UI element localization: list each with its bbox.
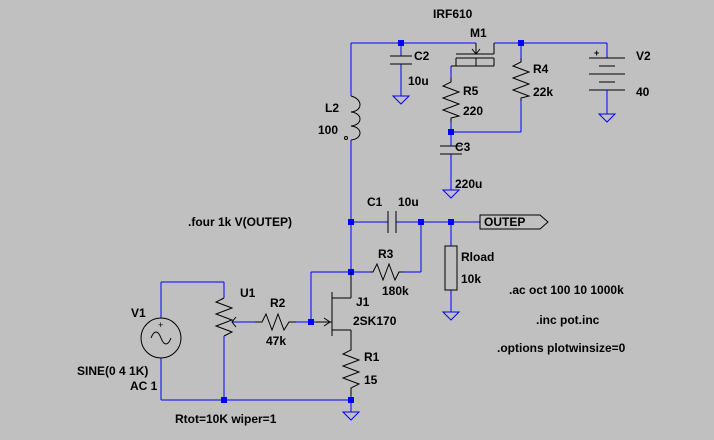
r2-name-label: R2 — [270, 296, 286, 310]
r3-resistor-symbol — [370, 262, 403, 282]
r4-value-label: 22k — [533, 85, 553, 99]
c1-capacitor-symbol — [387, 211, 397, 233]
ac-directive: .ac oct 100 10 1000k — [509, 283, 624, 297]
v2-name-label: V2 — [636, 49, 651, 63]
r1-value-label: 15 — [364, 373, 378, 387]
rload-resistor-symbol — [444, 245, 458, 291]
r3-name-label: R3 — [378, 247, 394, 261]
l2-inductor-symbol — [344, 95, 361, 222]
u1-params-label: Rtot=10K wiper=1 — [175, 412, 277, 426]
r5-name-label: R5 — [463, 84, 479, 98]
ground-symbol-main — [341, 411, 361, 421]
c1-value-label: 10u — [398, 195, 419, 209]
u1-potentiometer-symbol — [214, 282, 237, 400]
wires-v1 — [160, 281, 352, 412]
c2-capacitor-symbol — [390, 55, 412, 65]
v1-name-label: V1 — [131, 306, 146, 320]
j1-name-label: J1 — [356, 295, 370, 309]
r4-resistor-symbol — [511, 58, 531, 101]
j1-jfet-symbol — [310, 272, 352, 348]
ground-symbol-c2 — [391, 95, 411, 105]
ground-symbol-v2 — [597, 113, 617, 123]
r5-resistor-symbol — [441, 78, 461, 122]
l2-name-label: L2 — [325, 101, 339, 115]
junction-dots-top — [398, 40, 524, 135]
r4-name-label: R4 — [533, 62, 549, 76]
ground-symbol-c3 — [441, 189, 461, 199]
v1-source-label: SINE(0 4 1K) — [77, 364, 148, 378]
v2-plus-sign: + — [594, 48, 599, 58]
inc-directive: .inc pot.inc — [536, 313, 600, 327]
c3-value-label: 220u — [455, 177, 482, 191]
l2-value-label: 100 — [318, 123, 338, 137]
rload-value-label: 10k — [461, 272, 481, 286]
outep-net-label: OUTEP — [484, 215, 525, 229]
svg-text:+: + — [158, 320, 163, 330]
v1-ac-label: AC 1 — [130, 379, 158, 393]
m1-mosfet-symbol — [451, 43, 495, 67]
c3-name-label: C3 — [455, 140, 471, 154]
options-directive: .options plotwinsize=0 — [497, 341, 626, 355]
r3-value-label: 180k — [382, 284, 409, 298]
c3-capacitor-symbol — [440, 145, 462, 155]
j1-model-label: 2SK170 — [353, 314, 397, 328]
c2-name-label: C2 — [414, 49, 430, 63]
r2-resistor-symbol — [255, 312, 296, 332]
m1-model-label: IRF610 — [433, 7, 473, 21]
c2-value-label: 10u — [408, 74, 429, 88]
four-directive: .four 1k V(OUTEP) — [188, 215, 292, 229]
outep-net-flag — [479, 214, 549, 230]
m1-name-label: M1 — [470, 26, 487, 40]
junction-dots-output — [348, 219, 454, 275]
c1-name-label: C1 — [367, 195, 383, 209]
junction-dot-gate — [308, 319, 314, 325]
v1-sine-source-symbol: + — [140, 317, 182, 359]
r2-value-label: 47k — [266, 334, 286, 348]
v2-value-label: 40 — [636, 85, 650, 99]
junction-dots-bottom — [221, 397, 354, 403]
ground-symbol-rload — [441, 311, 461, 321]
r1-resistor-symbol — [341, 348, 361, 396]
v2-battery-symbol — [589, 57, 625, 114]
r1-name-label: R1 — [364, 350, 380, 364]
rload-name-label: Rload — [461, 250, 494, 264]
u1-name-label: U1 — [240, 286, 256, 300]
wires-output — [311, 221, 480, 312]
wires-top — [350, 42, 608, 190]
r5-value-label: 220 — [463, 104, 483, 118]
